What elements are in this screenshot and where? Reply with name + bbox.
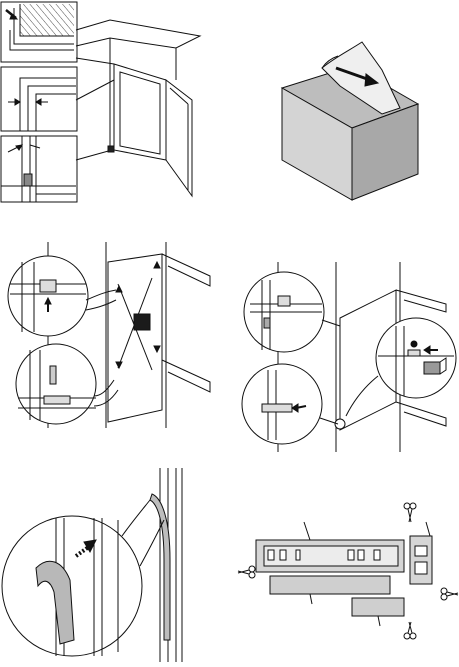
cabinet-frame [108, 254, 162, 422]
scissors-icon [238, 566, 255, 578]
hinge-block [278, 296, 290, 306]
panel-packaging-box [282, 42, 418, 200]
cover-strip [270, 576, 390, 594]
panel-door-hinge-corner [1, 2, 200, 202]
cover-cap [424, 362, 440, 374]
detail-box-middle [1, 67, 77, 131]
panel-lower-hinge-fixing [242, 262, 456, 452]
panel-cutting-plastic-parts [238, 503, 458, 639]
magnifier-callout-icon [376, 318, 456, 398]
center-marker [134, 314, 150, 330]
scissors-icon [404, 622, 416, 639]
detail-box-bottom [1, 136, 77, 202]
scissors-icon [441, 588, 458, 600]
hinge-cover [44, 396, 70, 404]
hinge-cover [262, 404, 292, 412]
panel-hinge-covers-alignment [8, 242, 210, 428]
cover-piece [352, 598, 404, 616]
scissors-icon [404, 503, 416, 522]
hinge-marker [108, 146, 114, 152]
panel-sealing-strip [2, 468, 182, 662]
magnifier-callout-icon [8, 256, 88, 336]
hinge-cover [40, 280, 56, 292]
side-clip [410, 536, 432, 584]
hinge-part [24, 174, 32, 186]
